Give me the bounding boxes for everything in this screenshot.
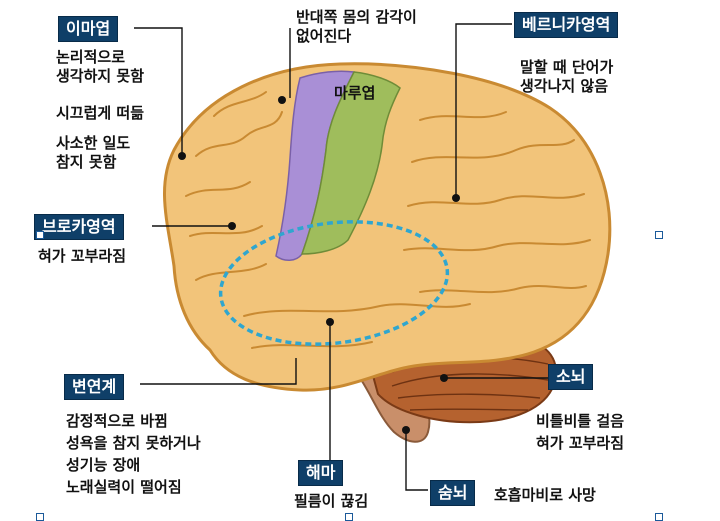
gyri-lines [185, 91, 591, 349]
frontal-desc-3: 사소한 일도 참지 못함 [56, 134, 131, 171]
motor-area-desc: 반대쪽 몸의 감각이 없어진다 [296, 8, 417, 45]
resize-handle-bottom[interactable] [345, 513, 353, 521]
limbic-system-label: 변연계 [64, 374, 125, 400]
cerebrum-shape [163, 62, 612, 392]
cerebellum-label: 소뇌 [548, 364, 594, 390]
resize-handle-right[interactable] [655, 231, 663, 239]
wernicke-area-label: 베르니카영역 [514, 12, 619, 38]
frontal-lobe-label: 이마엽 [58, 16, 119, 42]
sensory-strip [300, 71, 401, 255]
cerebellum-desc: 비틀비틀 걸음 혀가 꼬부라짐 [536, 412, 625, 452]
broca-area-label: 브로카영역 [34, 214, 124, 240]
wernicke-desc: 말할 때 단어가 생각나지 않음 [520, 58, 614, 95]
frontal-desc-2: 시끄럽게 떠듦 [56, 104, 145, 122]
parietal-lobe-label: 마루엽 [334, 84, 376, 102]
leader-dots [178, 96, 460, 434]
resize-handle-bottom-right[interactable] [655, 513, 663, 521]
resize-handle-left[interactable] [36, 231, 44, 239]
broca-desc: 혀가 꼬부라짐 [38, 247, 127, 265]
limbic-ellipse [218, 220, 450, 346]
leader-lines [134, 23, 548, 491]
limbic-desc: 감정적으로 바뀜 성욕을 참지 못하거나 성기능 장애 노래실력이 떨어짐 [66, 412, 201, 496]
hippocampus-label: 해마 [298, 460, 344, 486]
brainstem-label: 숨뇌 [430, 480, 476, 506]
frontal-desc-1: 논리적으로 생각하지 못함 [56, 48, 145, 85]
brainstem-desc: 호흡마비로 사망 [494, 486, 596, 504]
hippocampus-desc: 필름이 끊김 [294, 492, 369, 510]
resize-handle-bottom-left[interactable] [36, 513, 44, 521]
